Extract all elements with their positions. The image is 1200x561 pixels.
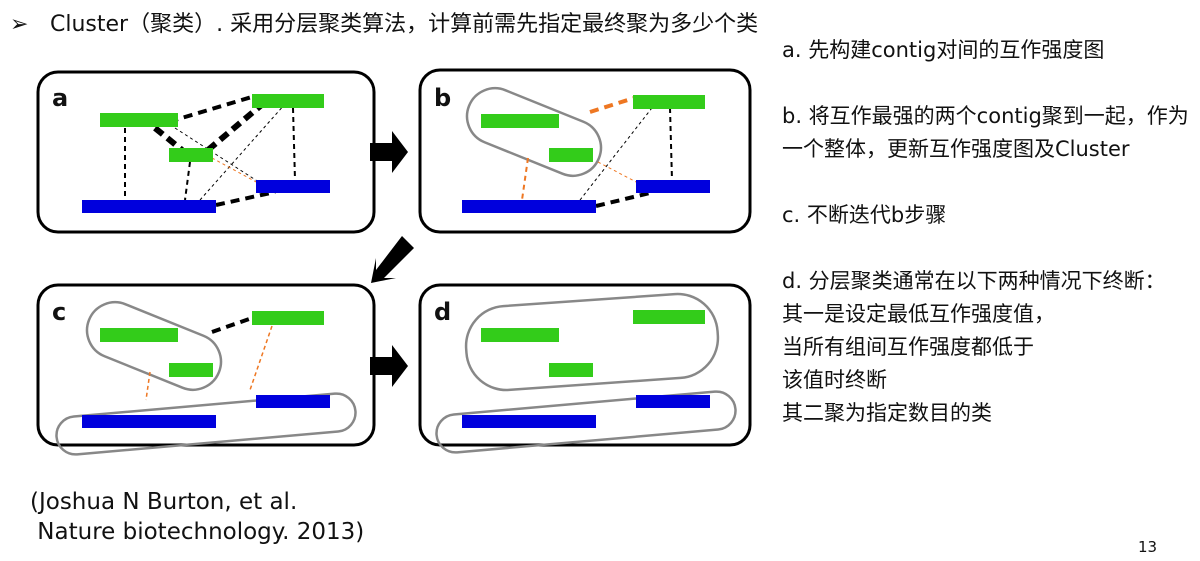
slide-title-text: Cluster（聚类）. 采用分层聚类算法，计算前需先指定最终聚为多少个类	[50, 12, 759, 37]
panel-d-green-contig-3	[633, 310, 705, 324]
panel-c-label: c	[52, 298, 66, 326]
panel-b-green-contig-2	[549, 148, 593, 162]
panel-c-green-contig-1	[100, 328, 178, 342]
panel-b-blue-contig-2	[636, 180, 710, 193]
panel-b-green-contig-3	[633, 95, 705, 109]
panel-c-green-contig-2	[169, 363, 213, 377]
bullet-arrow-icon: ➢	[10, 12, 29, 37]
panel-b-label: b	[434, 84, 451, 112]
explanation-notes: a. 先构建contig对间的互作强度图 b. 将互作最强的两个contig聚到…	[782, 34, 1197, 430]
panel-b-blue-contig-1	[462, 200, 596, 213]
clustering-diagram: a b	[36, 68, 752, 456]
panel-d-green-contig-2	[549, 363, 593, 377]
panel-d-blue-contig-1	[462, 415, 596, 428]
panel-c-cluster-outline-green	[85, 301, 223, 391]
panel-d-label: d	[434, 298, 451, 326]
panel-d-cluster-outline-blue	[435, 390, 737, 454]
slide-title: ➢ Cluster（聚类）. 采用分层聚类算法，计算前需先指定最终聚为多少个类	[10, 6, 758, 38]
panel-d-green-contig-1	[481, 328, 559, 342]
note-d: d. 分层聚类通常在以下两种情况下终断： 其一是设定最低互作强度值， 当所有组间…	[782, 269, 1166, 425]
page-number: 13	[1138, 538, 1158, 556]
panel-c-blue-contig-1	[82, 415, 216, 428]
note-b: b. 将互作最强的两个contig聚到一起，作为一个整体，更新互作强度图及Clu…	[782, 104, 1189, 161]
note-c: c. 不断迭代b步骤	[782, 203, 947, 227]
panel-a-green-contig-2	[169, 148, 213, 162]
panel-a-green-contig-1	[100, 113, 178, 127]
panel-c: c	[36, 283, 376, 456]
arrow-right-icon	[370, 131, 408, 173]
panel-c-links	[145, 316, 273, 401]
panel-c-green-contig-3	[252, 311, 324, 325]
panel-d-cluster-outline-green	[464, 292, 720, 392]
panel-d-blue-contig-2	[636, 395, 710, 408]
citation: (Joshua N Burton, et al. Nature biotechn…	[30, 489, 365, 545]
panel-a-green-contig-3	[252, 94, 324, 108]
panel-b-links	[521, 96, 673, 208]
panel-b-cluster-outline	[465, 87, 603, 177]
panel-d: d	[418, 283, 752, 454]
arrow-right-icon	[370, 345, 408, 387]
panel-c-cluster-outline-blue	[55, 392, 357, 456]
panel-b-green-contig-1	[481, 114, 559, 128]
panel-a: a	[36, 70, 376, 234]
panel-a-blue-contig-1	[82, 200, 216, 213]
note-a: a. 先构建contig对间的互作强度图	[782, 38, 1105, 62]
panel-a-label: a	[52, 84, 68, 112]
panel-c-blue-contig-2	[256, 395, 330, 408]
arrow-down-left-icon	[371, 236, 414, 283]
panel-a-blue-contig-2	[256, 180, 330, 193]
panel-b: b	[418, 68, 752, 234]
